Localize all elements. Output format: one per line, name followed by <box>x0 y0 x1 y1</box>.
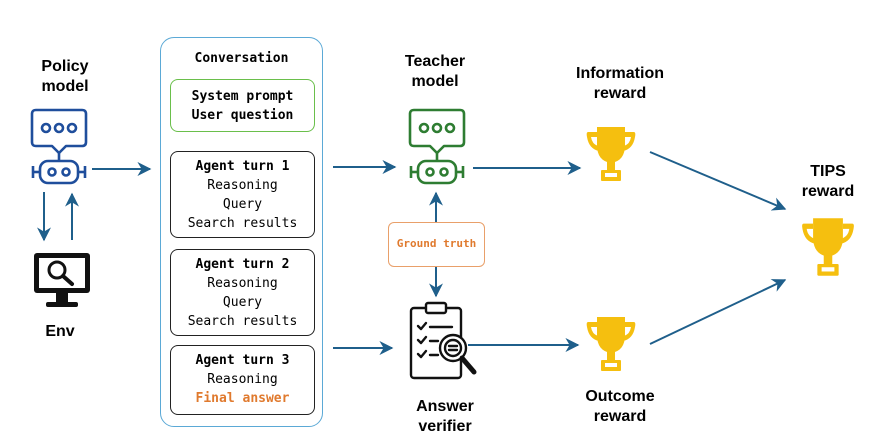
policy-model-label: Policy model <box>41 58 89 95</box>
outcome-reward-label: Outcome reward <box>585 388 655 425</box>
agent-turn-2-title: Agent turn 2 <box>195 257 290 272</box>
agent-turn-1-box: Agent turn 1 Reasoning Query Search resu… <box>170 151 315 238</box>
agent-turn-3-reasoning: Reasoning <box>207 372 278 387</box>
env-monitor-search-icon <box>34 253 90 307</box>
system-prompt-box: System prompt User question <box>170 79 315 132</box>
agent-turn-2-search-results: Search results <box>187 314 298 329</box>
answer-verifier-label: Answer verifier <box>416 398 474 435</box>
teacher-model-robot-icon <box>408 108 466 185</box>
tips-reward-trophy-icon <box>802 218 854 276</box>
arrow-outcome-to-tips <box>649 279 787 345</box>
answer-verifier-clipboard-icon <box>409 301 477 380</box>
system-prompt-text: System prompt <box>191 89 294 104</box>
ground-truth-box: Ground truth <box>388 222 485 267</box>
arrow-info-to-tips <box>649 151 787 211</box>
teacher-model-label: Teacher model <box>404 53 466 90</box>
agent-turn-1-reasoning: Reasoning <box>207 178 278 193</box>
agent-turn-3-title: Agent turn 3 <box>195 353 290 368</box>
agent-turn-2-query: Query <box>222 295 263 310</box>
user-question-text: User question <box>191 108 294 123</box>
env-label: Env <box>45 323 75 340</box>
information-reward-label: Information reward <box>576 65 664 102</box>
information-reward-trophy-icon <box>586 127 636 181</box>
conversation-title: Conversation <box>194 51 289 66</box>
agent-turn-1-query: Query <box>222 197 263 212</box>
policy-model-robot-icon <box>30 108 88 185</box>
agent-turn-1-title: Agent turn 1 <box>195 159 290 174</box>
conversation-panel <box>160 37 323 427</box>
agent-turn-2-reasoning: Reasoning <box>207 276 278 291</box>
tips-reward-label: TIPS reward <box>801 163 855 200</box>
agent-turn-3-final-answer: Final answer <box>195 391 290 406</box>
agent-turn-2-box: Agent turn 2 Reasoning Query Search resu… <box>170 249 315 336</box>
agent-turn-1-search-results: Search results <box>187 216 298 231</box>
outcome-reward-trophy-icon <box>586 317 636 371</box>
agent-turn-3-box: Agent turn 3 Reasoning Final answer <box>170 345 315 415</box>
